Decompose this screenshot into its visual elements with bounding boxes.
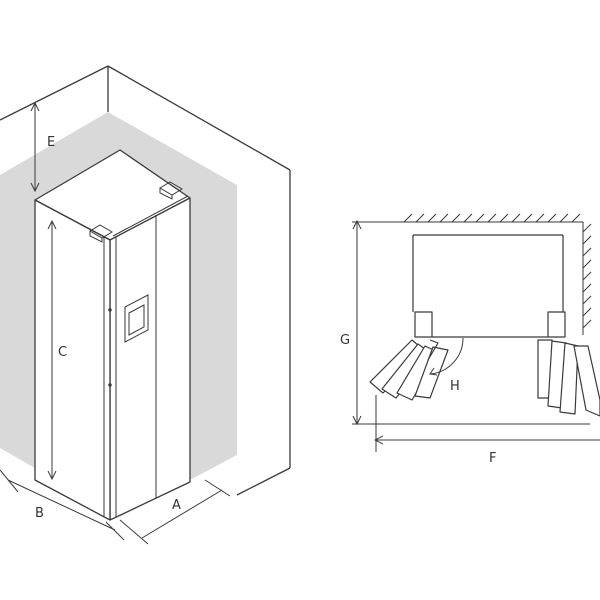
label-b: B [35,506,44,521]
dimension-b-ext-left [0,469,19,493]
top-rear-trim [112,195,189,237]
label-f: F [489,451,496,466]
label-e: E [47,135,55,150]
fridge-top-outline [412,234,564,338]
left-hinge-bracket [414,311,433,338]
door-dot-1 [108,308,112,312]
dimension-e-arrow-bottom [30,182,40,193]
label-a: A [172,498,181,513]
top-hinge-front [89,224,113,243]
left-door-swing [369,311,449,401]
dimension-lines-left [0,101,231,545]
top-view-door-swing: G H F [340,213,600,466]
right-door-position-3 [559,342,579,415]
dimension-a-ext-right [204,479,231,497]
dimension-b-line [7,479,116,531]
right-door-swing [537,311,600,417]
dimension-c-arrow-bottom [47,470,57,481]
dimension-lines-right [352,219,600,452]
fridge-cabinet [34,149,191,521]
right-door-position-4 [573,345,600,417]
side-wall-hatches [582,223,592,329]
dimension-a-ext-left [119,519,149,545]
fridge-front-door [34,199,111,521]
label-c: C [58,345,67,360]
door-angle-arc [429,337,464,375]
water-dispenser-opening [128,304,145,336]
dimension-a-line [141,489,223,539]
right-hinge-bracket [547,311,566,338]
fridge-side-panel [109,197,191,521]
wall-left-top-edge [0,65,109,121]
floor-right-edge [236,467,291,496]
top-hinge-rear [159,181,183,200]
left-door-handle [427,339,439,361]
label-h: H [450,379,460,394]
door-dot-2 [108,383,112,387]
corner-installation-view: E C B A [0,65,291,545]
label-g: G [340,333,350,348]
wall-right-top-edge [107,65,291,171]
water-dispenser-frame [124,294,149,343]
dimension-e-arrow-top [30,101,40,112]
rear-wall-hatches [403,213,581,223]
door-angle-arrow [429,367,438,376]
dimension-c-arrow-top [47,219,57,230]
dimension-b-ext-right [105,521,125,541]
dimension-f-arrow-left [373,435,384,445]
wall-hatching [400,213,592,335]
fridge-details [89,181,189,517]
dimension-g-arrow-top [352,219,362,230]
room-walls [0,65,291,496]
